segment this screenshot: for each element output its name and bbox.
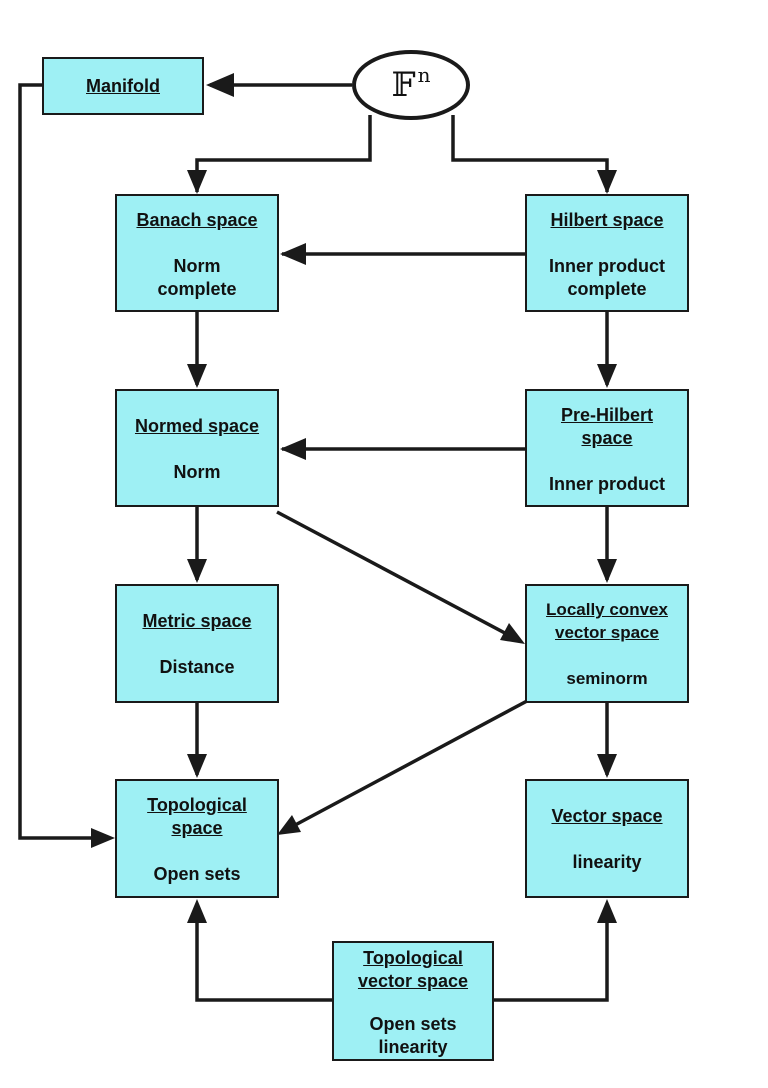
edge-fn-to-banach bbox=[195, 115, 372, 192]
arrowhead-prehilbert-top bbox=[597, 364, 617, 388]
node-pre-hilbert-space: Pre-Hilbert space Inner product bbox=[525, 389, 689, 507]
arrowhead-manifold bbox=[206, 73, 234, 97]
edge-normed-to-lcvs bbox=[276, 510, 519, 642]
prehilbert-title1: Pre-Hilbert bbox=[560, 405, 654, 425]
hilbert-line2: complete bbox=[567, 279, 647, 299]
topo-line1: Open sets bbox=[153, 864, 241, 884]
metric-title: Metric space bbox=[142, 611, 252, 631]
node-normed-space: Normed space Norm bbox=[115, 389, 279, 507]
arrowhead-banach-right bbox=[280, 243, 306, 265]
edge-tvs-to-topo bbox=[195, 908, 332, 1002]
hilbert-line1: Inner product bbox=[549, 256, 665, 276]
banach-line2: complete bbox=[157, 279, 237, 299]
node-banach-space: Banach space Norm complete bbox=[115, 194, 279, 312]
lcvs-line1: seminorm bbox=[566, 669, 648, 688]
hilbert-title: Hilbert space bbox=[550, 210, 664, 230]
banach-title: Banach space bbox=[136, 210, 258, 230]
edge-manifold-to-topo bbox=[18, 83, 108, 840]
arrowhead-normed-right bbox=[280, 438, 306, 460]
arrowhead-metric-top bbox=[187, 559, 207, 583]
tvs-title2: vector space bbox=[357, 971, 469, 991]
arrowhead-lcvs-top bbox=[597, 559, 617, 583]
node-hilbert-space: Hilbert space Inner product complete bbox=[525, 194, 689, 312]
edge-tvs-to-vector bbox=[492, 908, 609, 1002]
node-manifold: Manifold bbox=[42, 57, 204, 115]
node-vector-space: Vector space linearity bbox=[525, 779, 689, 898]
arrowhead-topo-bottom bbox=[187, 899, 207, 923]
normed-title: Normed space bbox=[134, 416, 260, 436]
lcvs-title2: vector space bbox=[555, 623, 659, 642]
tvs-title1: Topological bbox=[363, 948, 463, 968]
vector-line1: linearity bbox=[572, 852, 642, 872]
tvs-line1: Open sets bbox=[369, 1014, 457, 1034]
arrowhead-topo-left bbox=[91, 828, 115, 848]
arrowhead-topo-right bbox=[277, 815, 301, 835]
node-locally-convex-vector-space: Locally convex vector space seminorm bbox=[525, 584, 689, 703]
arrowhead-topo-top bbox=[187, 754, 207, 778]
node-topological-space: Topological space Open sets bbox=[115, 779, 279, 898]
manifold-title: Manifold bbox=[86, 75, 160, 96]
prehilbert-title2: space bbox=[581, 428, 633, 448]
fn-superscript: n bbox=[417, 63, 431, 87]
arrowhead-normed-top bbox=[187, 364, 207, 388]
arrowhead-hilbert-top bbox=[597, 170, 617, 194]
edge-lcvs-to-topo bbox=[283, 699, 528, 833]
banach-line1: Norm bbox=[173, 256, 221, 276]
fn-symbol: 𝔽 bbox=[391, 65, 416, 105]
tvs-line2: linearity bbox=[378, 1037, 448, 1057]
edge-fn-to-hilbert bbox=[451, 115, 609, 192]
node-topological-vector-space: Topological vector space Open sets linea… bbox=[332, 941, 494, 1061]
arrowhead-vector-bottom bbox=[597, 899, 617, 923]
arrowhead-banach-top bbox=[187, 170, 207, 194]
topo-title1: Topological bbox=[147, 795, 247, 815]
vector-title: Vector space bbox=[551, 806, 663, 826]
normed-line1: Norm bbox=[173, 462, 221, 482]
metric-line1: Distance bbox=[159, 657, 235, 677]
topo-title2: space bbox=[171, 818, 223, 838]
arrowhead-lcvs-left bbox=[500, 623, 525, 644]
node-metric-space: Metric space Distance bbox=[115, 584, 279, 703]
arrowhead-vector-top bbox=[597, 754, 617, 778]
prehilbert-line1: Inner product bbox=[549, 474, 665, 494]
lcvs-title1: Locally convex bbox=[546, 600, 668, 619]
